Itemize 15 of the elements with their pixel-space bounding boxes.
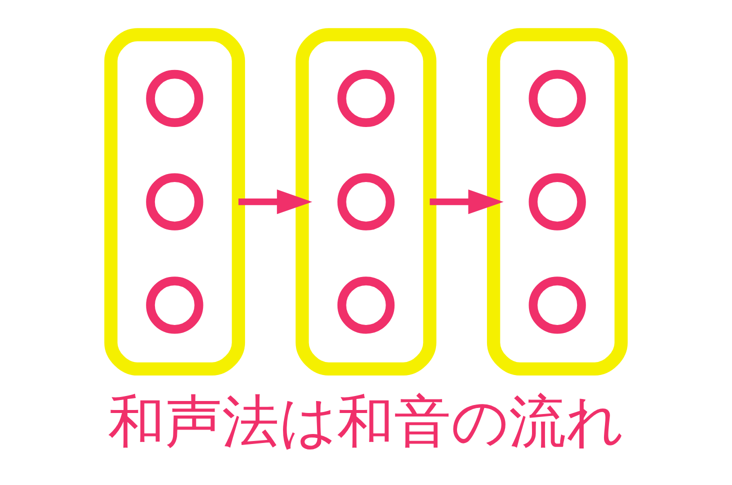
node-circle: [146, 173, 204, 230]
arrow: [238, 189, 312, 214]
cluster: [486, 28, 628, 376]
node-circle: [528, 173, 586, 230]
cluster: [296, 28, 436, 376]
node-circle: [528, 70, 586, 128]
arrow: [430, 189, 504, 214]
node-circle: [146, 70, 204, 128]
node-circle: [337, 276, 395, 334]
cluster: [104, 28, 246, 376]
node-circle: [528, 276, 586, 334]
node-circle: [337, 173, 395, 230]
node-circle: [337, 70, 395, 128]
node-circle: [146, 276, 204, 334]
caption: 和声法は和音の流れ: [108, 389, 624, 456]
